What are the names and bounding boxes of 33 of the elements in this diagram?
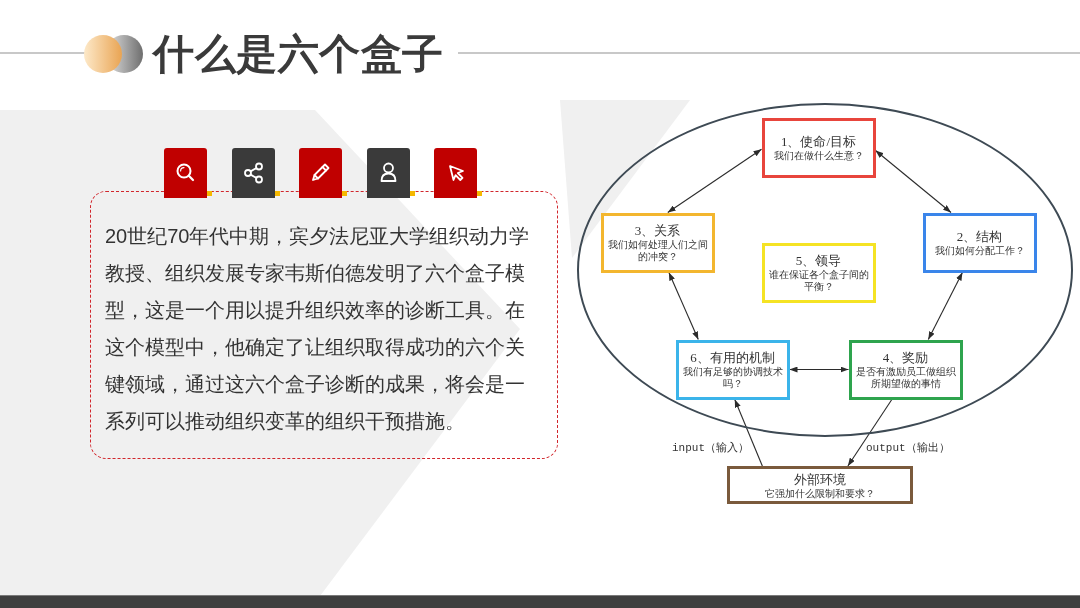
edge-label: output（输出） [866,441,950,455]
process-box [727,466,913,504]
process-box [761,242,876,303]
process-box [761,117,876,178]
box-subtitle: 我们在做什么生意？ [773,150,864,162]
box-subtitle: 我们如何分配工作？ [934,245,1025,257]
box-title: 6、有用的机制 [690,349,775,366]
box-title: 2、结构 [956,228,1003,245]
box-title: 外部环境 [794,470,846,488]
description-text: 20世纪70年代中期，宾夕法尼亚大学组织动力学教授、组织发展专家韦斯伯德发明了六个盒子模型，这是一个用以提升组织效率的诊断工具。在这个模型中，他确定了让组织取得成功的六个关键领域，通过这六个盒子诊断的成果，将会是一系列可以推动组织变革的组织干预措施。 [105,224,531,434]
box-subtitle: 它强加什么限制和要求？ [765,487,875,500]
arrow [668,271,699,341]
box-subtitle: 是否有激励员工做组织所期望做的事情 [854,366,957,390]
arrow [788,366,850,373]
process-box [848,339,963,400]
edge-label: input（输入） [672,441,749,455]
arrow [874,149,952,214]
arrow [927,271,963,341]
process-box [675,339,790,400]
box-subtitle: 我们如何处理人们之间的冲突？ [606,239,709,263]
slide-title: 什么是六个盒子 [153,30,444,78]
arrow [847,398,893,467]
arrow [734,398,763,467]
box-title: 1、使命/目标 [780,133,857,150]
ellipse-outline [577,103,1073,437]
box-title: 5、领导 [795,252,842,269]
process-box [600,212,715,273]
box-subtitle: 谁在保证各个盒子间的平衡？ [767,269,870,293]
box-title: 4、奖励 [882,349,929,366]
arrow [667,148,763,214]
box-subtitle: 我们有足够的协调技术吗？ [681,366,784,390]
box-title: 3、关系 [634,222,681,239]
process-box [922,212,1037,273]
